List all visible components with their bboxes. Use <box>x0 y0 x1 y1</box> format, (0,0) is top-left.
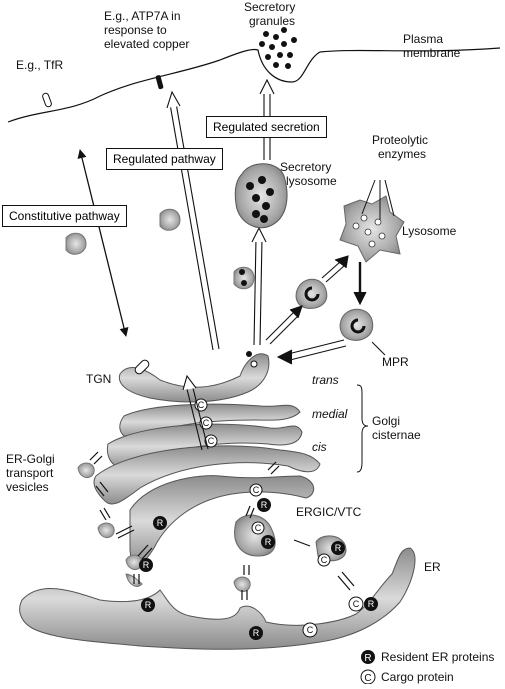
label-seclys-1: Secretory <box>280 160 332 174</box>
endosome <box>339 308 374 341</box>
label-ergolgi-2: transport <box>6 466 54 480</box>
svg-text:C: C <box>307 625 314 635</box>
svg-text:R: R <box>157 518 164 528</box>
constitutive-arrow <box>77 149 129 337</box>
label-mpr: MPR <box>382 355 409 369</box>
svg-text:R: R <box>143 560 150 570</box>
label-ergolgi-3: vesicles <box>6 480 49 494</box>
label-granules-1: Secretory <box>244 0 296 14</box>
label-tgn: TGN <box>86 372 112 386</box>
svg-text:C: C <box>208 436 215 446</box>
transport-vesicle <box>77 462 95 478</box>
tgn-cisterna <box>118 353 270 403</box>
svg-text:C: C <box>253 485 260 495</box>
label-cis: cis <box>312 440 327 454</box>
vesicle <box>159 208 181 231</box>
secretory-granules <box>259 27 297 69</box>
regulated-pathway-box: Regulated pathway <box>106 148 223 170</box>
label-ergolgi-1: ER-Golgi <box>6 452 55 466</box>
svg-text:R: R <box>364 653 371 664</box>
label-golgi-2: cisternae <box>372 428 421 442</box>
svg-text:R: R <box>253 628 260 638</box>
label-atp7a-1: E.g., ATP7A in <box>104 9 181 23</box>
label-lysosome: Lysosome <box>402 224 457 238</box>
label-plasma-1: Plasma <box>403 32 444 46</box>
svg-text:C: C <box>198 400 205 410</box>
svg-text:C: C <box>203 418 210 428</box>
label-trans: trans <box>312 373 339 387</box>
svg-text:C: C <box>255 523 262 533</box>
endosome <box>295 278 328 309</box>
label-proteolytic-2: enzymes <box>378 147 427 161</box>
tfr-transporter <box>42 92 52 108</box>
legend-resident-label: Resident ER proteins <box>381 650 495 664</box>
svg-text:C: C <box>364 673 371 684</box>
svg-text:C: C <box>353 599 360 609</box>
er-membrane <box>19 547 416 650</box>
regulated-secretion-box: Regulated secretion <box>206 116 327 138</box>
label-ergic: ERGIC/VTC <box>296 505 362 519</box>
transport-vesicle <box>97 522 115 538</box>
regulated-pathway-arrow <box>166 90 220 351</box>
label-plasma-2: membrane <box>403 46 461 60</box>
er-resident-markers <box>141 597 378 640</box>
constitutive-pathway-box: Constitutive pathway <box>2 205 127 227</box>
label-seclys-2: lysosome <box>286 174 337 188</box>
vesicle <box>233 266 255 290</box>
golgi-brace <box>356 384 369 473</box>
svg-text:R: R <box>368 599 375 609</box>
label-er: ER <box>424 560 441 574</box>
svg-text:R: R <box>335 543 342 553</box>
vesicle <box>65 232 87 255</box>
plasma-membrane <box>7 47 501 123</box>
label-medial: medial <box>312 407 348 421</box>
label-proteolytic-1: Proteolytic <box>372 133 429 147</box>
cis-cisterna <box>93 445 321 505</box>
label-atp7a-3: elevated copper <box>104 37 190 51</box>
secretory-lysosome <box>234 163 288 229</box>
svg-text:C: C <box>321 555 328 565</box>
lysosome <box>339 195 405 263</box>
svg-text:R: R <box>261 500 268 510</box>
legend-cargo-label: Cargo protein <box>381 670 454 684</box>
label-golgi-1: Golgi <box>372 414 401 428</box>
label-atp7a-2: response to <box>104 23 167 37</box>
label-tfr: E.g., TfR <box>16 58 64 72</box>
svg-text:R: R <box>265 537 272 547</box>
svg-text:R: R <box>145 600 152 610</box>
label-granules-2: granules <box>249 14 296 28</box>
atp7a-transporter <box>155 75 164 90</box>
resident-legend-symbol <box>361 650 375 664</box>
